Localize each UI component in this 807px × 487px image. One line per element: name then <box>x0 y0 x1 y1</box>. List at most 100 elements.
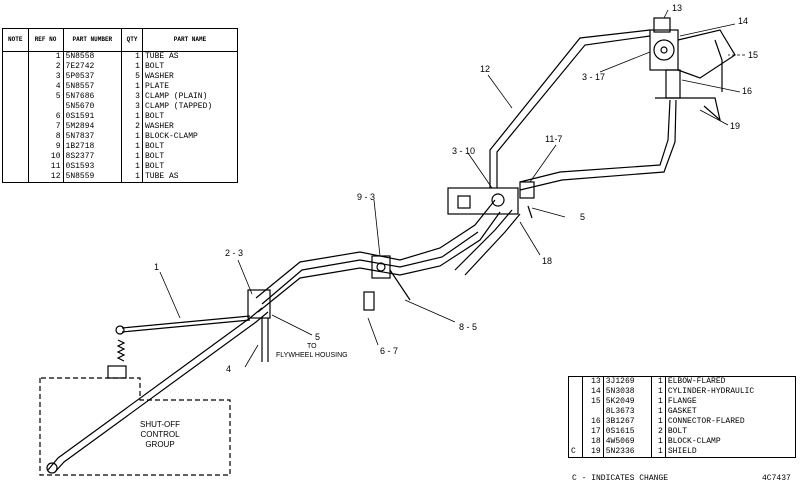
hydraulic-cylinder <box>649 29 679 71</box>
cell-name: WASHER <box>141 122 239 132</box>
cell-note <box>2 142 29 152</box>
rod-end <box>115 325 125 335</box>
callout-18: 18 <box>542 256 553 266</box>
cell-note <box>2 102 29 112</box>
cell-note <box>568 397 583 407</box>
cell-ref: 2 <box>27 62 64 72</box>
cell-part: 5N7837 <box>62 132 123 142</box>
tube-run-upper <box>255 199 496 299</box>
table-header-row: NOTE REF NO PART NUMBER QTY PART NAME <box>2 28 239 52</box>
cell-qty: 1 <box>121 162 143 172</box>
cell-part: 0S1591 <box>62 112 123 122</box>
cell-part: 0S1615 <box>602 427 652 437</box>
cell-name: TUBE AS <box>141 172 239 183</box>
cell-qty: 1 <box>650 417 666 427</box>
cell-note <box>2 72 29 82</box>
cell-qty: 1 <box>650 376 666 387</box>
cell-ref: 10 <box>27 152 64 162</box>
callout-9-3: 9 - 3 <box>357 192 376 202</box>
cell-note: C <box>568 447 583 458</box>
cell-note <box>2 112 29 122</box>
cell-name: TUBE AS <box>141 51 239 62</box>
callout-11-7: 11-7 <box>545 134 563 144</box>
callout-19: 19 <box>730 121 741 131</box>
tube-1 <box>47 307 263 471</box>
cell-note <box>2 62 29 72</box>
callout-3-10: 3 - 10 <box>452 146 476 156</box>
cell-ref: 8 <box>27 132 64 142</box>
cell-qty: 2 <box>121 122 143 132</box>
cell-ref: 5 <box>27 92 64 102</box>
cell-qty: 1 <box>650 397 666 407</box>
tube-1-inner <box>54 311 269 473</box>
callout-15: 15 <box>748 50 759 60</box>
cell-part: 5N8557 <box>62 82 123 92</box>
col-note: NOTE <box>2 28 29 52</box>
cell-ref: 19 <box>581 447 604 458</box>
cell-ref: 13 <box>581 376 604 387</box>
cell-name: CONNECTOR-FLARED <box>664 417 797 427</box>
cell-part: 5N8558 <box>62 51 123 62</box>
cell-name: BLOCK-CLAMP <box>664 437 797 447</box>
cell-ref: 6 <box>27 112 64 122</box>
callout-6-7: 6 - 7 <box>380 346 399 356</box>
cell-note <box>2 152 29 162</box>
cell-note <box>568 417 583 427</box>
plate-4 <box>247 289 271 319</box>
footnote: C - INDICATES CHANGE <box>572 474 669 483</box>
spring <box>116 339 126 362</box>
cell-name: BLOCK-CLAMP <box>141 132 239 142</box>
cell-ref: 16 <box>581 417 604 427</box>
cell-part: 5N7686 <box>62 92 123 102</box>
col-part: PART NUMBER <box>62 28 123 52</box>
cell-qty: 1 <box>121 82 143 92</box>
tube-lower-right <box>454 209 513 271</box>
cell-qty: 3 <box>121 92 143 102</box>
tube-to-16 <box>519 99 671 183</box>
cell-qty: 1 <box>121 51 143 62</box>
cell-ref: 11 <box>27 162 64 172</box>
shutoff-group-label: SHUT-OFF CONTROL GROUP <box>140 420 180 449</box>
cell-name: BOLT <box>664 427 797 437</box>
cell-part: 5N3038 <box>602 387 652 397</box>
cell-note <box>2 51 29 62</box>
callout-12: 12 <box>480 64 491 74</box>
cell-ref: 18 <box>581 437 604 447</box>
cell-part: 5N5670 <box>62 102 123 112</box>
cell-name: CYLINDER-HYDRAULIC <box>664 387 797 397</box>
cell-note <box>568 437 583 447</box>
drawing-number: 4C7437 <box>762 474 791 483</box>
cell-note <box>568 407 583 417</box>
callout-5-upper: 5 <box>580 212 586 222</box>
cell-part: 8L3673 <box>602 407 652 417</box>
control-rod <box>121 315 251 329</box>
cell-name: GASKET <box>664 407 797 417</box>
cell-ref: 17 <box>581 427 604 437</box>
cell-part: 5M2894 <box>62 122 123 132</box>
callout-5-lower: 5 <box>315 332 321 342</box>
cell-qty: 3 <box>121 102 143 112</box>
cell-note <box>568 387 583 397</box>
cell-note <box>2 162 29 172</box>
cell-qty: 1 <box>650 447 666 458</box>
callout-14: 14 <box>738 16 749 26</box>
cell-part: 5N8559 <box>62 172 123 183</box>
cell-ref: 1 <box>27 51 64 62</box>
shutoff-group-outline <box>39 377 231 476</box>
clamp-block <box>447 187 519 215</box>
